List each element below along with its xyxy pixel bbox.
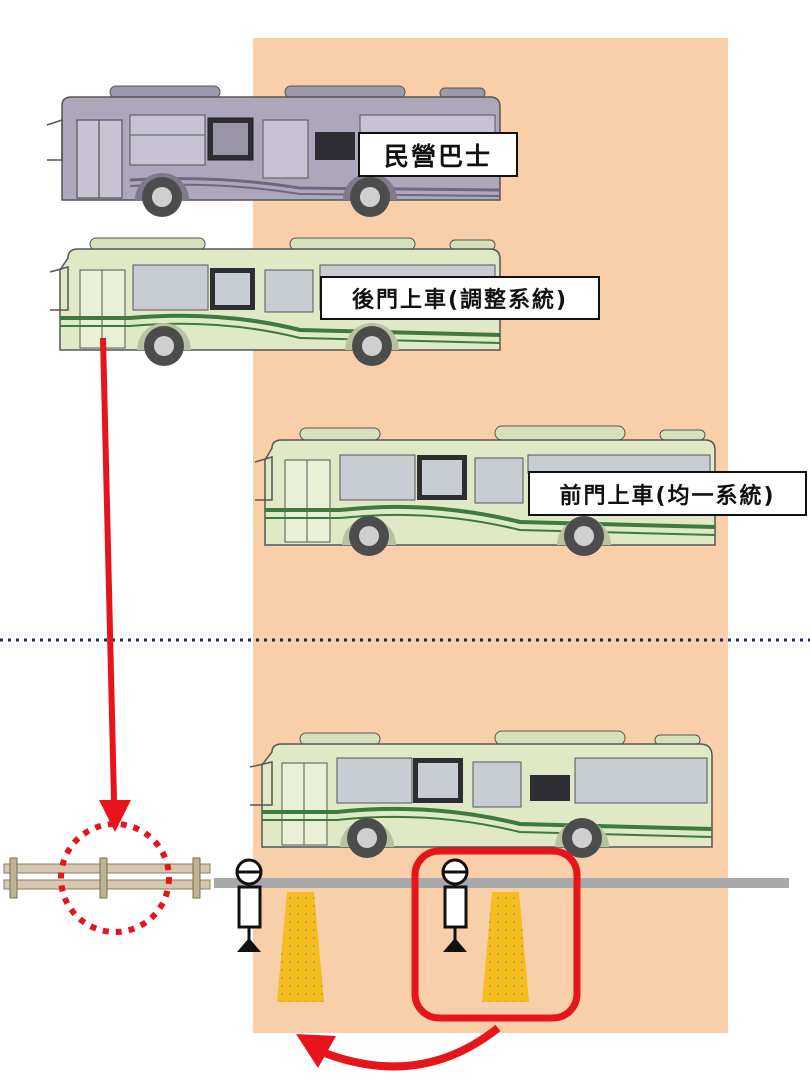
move-forward-arrowhead (296, 1034, 336, 1068)
bus-stop-pole-icon (235, 858, 263, 952)
boarding-position-marker-icon (482, 892, 529, 1002)
bus-stop-pole-icon (441, 858, 469, 952)
city-bus-at-stop-icon (249, 730, 713, 858)
obstacle-highlight-circle (58, 821, 172, 935)
curb-line (214, 878, 789, 888)
rear-door-boarding-label: 後門上車(調整系統) (320, 276, 600, 320)
private-bus-label: 民營巴士 (358, 132, 518, 177)
front-door-stop-highlight (411, 847, 581, 1022)
city-bus-front-door-icon (254, 425, 716, 556)
boarding-position-marker-icon (277, 892, 324, 1002)
rear-door-arrowhead (99, 800, 131, 832)
fence-icon (3, 857, 211, 899)
move-forward-arrow (320, 1024, 501, 1071)
rear-door-arrow (100, 337, 117, 801)
front-door-boarding-label: 前門上車(均一系統) (528, 471, 807, 516)
